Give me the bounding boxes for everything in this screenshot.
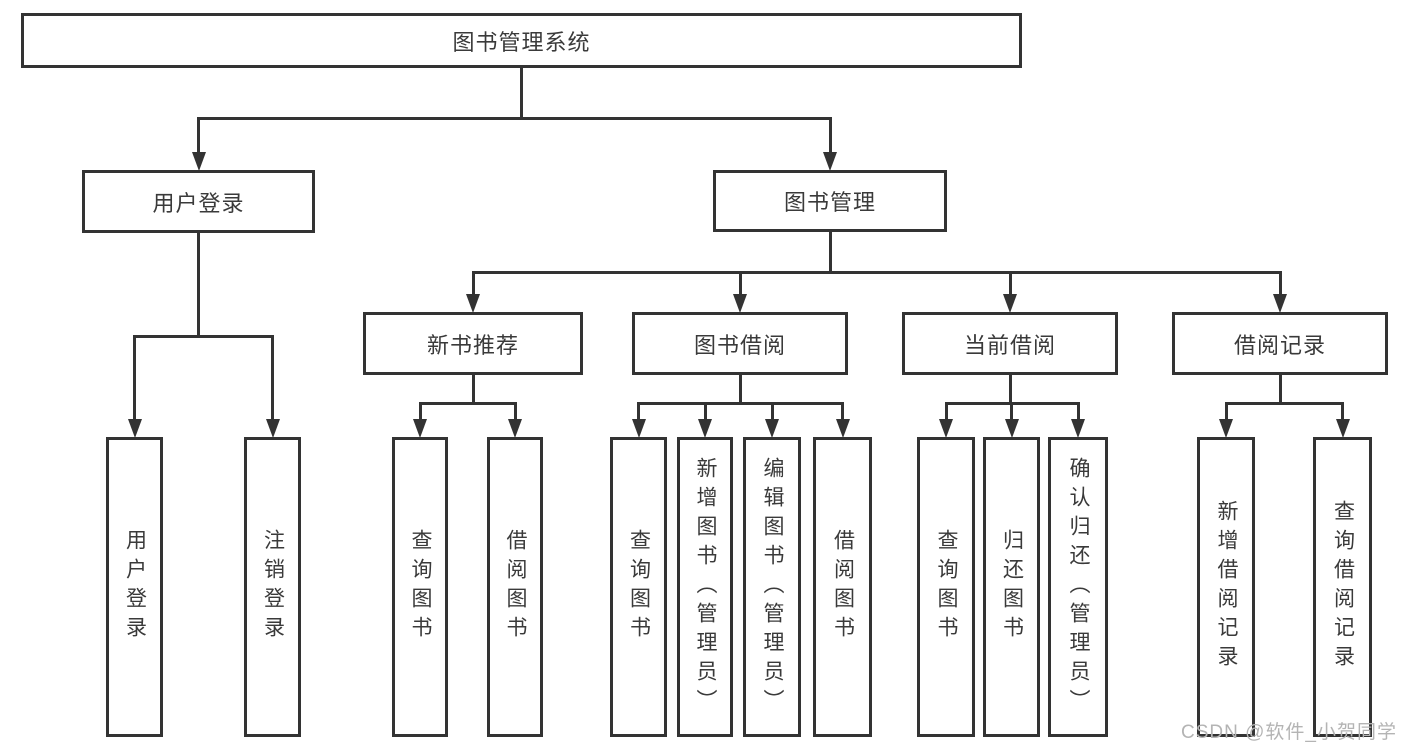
connector-line <box>1224 401 1344 405</box>
connector-line <box>1010 403 1013 420</box>
connector-line <box>637 403 640 420</box>
connector-line <box>841 403 844 420</box>
connector-line <box>1076 403 1080 420</box>
node-label: 借阅图书 <box>504 529 527 645</box>
node-current-borrow: 当前借阅 <box>902 312 1118 375</box>
arrow-down-icon <box>765 419 779 438</box>
connector-line <box>271 336 274 420</box>
connector-line <box>1278 272 1282 295</box>
node-label: 当前借阅 <box>963 332 1056 358</box>
arrow-down-icon <box>835 419 850 438</box>
node-book-manage: 图书管理 <box>713 170 947 232</box>
arrow-down-icon <box>127 419 142 438</box>
node-label: 查询借阅记录 <box>1331 500 1355 674</box>
connector-line <box>471 272 475 295</box>
node-login-leaf: 用户登录 <box>106 437 163 737</box>
node-label: 图书管理系统 <box>452 29 591 55</box>
connector-line <box>944 403 948 420</box>
connector-line <box>828 118 832 153</box>
node-borrow-record: 借阅记录 <box>1172 312 1388 375</box>
node-label: 查询图书 <box>409 529 432 645</box>
connector-line <box>738 272 742 295</box>
arrow-down-icon <box>1004 419 1019 438</box>
connector-line <box>1278 375 1282 405</box>
node-new-book-recommend: 新书推荐 <box>363 312 583 375</box>
node-label: 注销登录 <box>261 529 285 645</box>
node-label: 图书借阅 <box>693 332 786 358</box>
connector-line <box>770 403 774 420</box>
node-add-book: 新增图书（管理员） <box>677 437 733 737</box>
connector-line <box>133 336 136 420</box>
arrow-down-icon <box>265 419 280 438</box>
arrow-down-icon <box>508 419 522 438</box>
arrow-down-icon <box>939 419 953 438</box>
arrow-down-icon <box>1273 294 1287 313</box>
arrow-down-icon <box>413 419 427 438</box>
arrow-down-icon <box>1003 294 1017 313</box>
node-confirm-return: 确认归还（管理员） <box>1048 437 1108 737</box>
arrow-down-icon <box>631 419 646 438</box>
arrow-down-icon <box>698 419 712 438</box>
connector-line <box>1008 272 1012 295</box>
node-label: 用户登录 <box>123 529 147 645</box>
arrow-down-icon <box>823 152 837 171</box>
arrow-down-icon <box>191 152 206 171</box>
node-logout-leaf: 注销登录 <box>244 437 301 737</box>
node-query-book-cur: 查询图书 <box>917 437 975 737</box>
node-query-borrow-record: 查询借阅记录 <box>1313 437 1372 737</box>
node-label: 归还图书 <box>1000 529 1024 645</box>
connector-line <box>197 116 832 120</box>
node-query-book-bor: 查询图书 <box>610 437 667 737</box>
node-user-login: 用户登录 <box>82 170 315 233</box>
node-label: 编辑图书（管理员） <box>761 456 784 718</box>
connector-line <box>828 232 832 274</box>
connector-line <box>197 118 200 153</box>
node-edit-book: 编辑图书（管理员） <box>743 437 801 737</box>
arrow-down-icon <box>466 294 480 313</box>
connector-line <box>520 68 523 120</box>
node-borrow-book-rec: 借阅图书 <box>487 437 543 737</box>
node-label: 查询图书 <box>627 529 651 645</box>
connector-line <box>471 270 1282 274</box>
node-label: 查询图书 <box>935 529 958 645</box>
connector-line <box>1008 375 1012 405</box>
connector-line <box>1224 403 1228 420</box>
connector-line <box>513 403 517 420</box>
connector-line <box>703 403 707 420</box>
node-book-borrow: 图书借阅 <box>632 312 848 375</box>
connector-line <box>197 233 200 338</box>
connector-line <box>738 375 742 405</box>
node-label: 用户登录 <box>152 190 245 216</box>
node-return-book: 归还图书 <box>983 437 1040 737</box>
node-label: 借阅记录 <box>1233 332 1326 358</box>
node-label: 确认归还（管理员） <box>1067 456 1090 718</box>
connector-line <box>637 401 844 405</box>
node-add-borrow-record: 新增借阅记录 <box>1197 437 1255 737</box>
node-label: 借阅图书 <box>831 529 855 645</box>
node-label: 新书推荐 <box>426 332 519 358</box>
connector-line <box>418 403 422 420</box>
csdn-watermark: CSDN @软件_小贺同学 <box>1181 722 1397 743</box>
connector-line <box>133 334 274 338</box>
arrow-down-icon <box>1071 419 1085 438</box>
node-label: 图书管理 <box>783 190 876 215</box>
arrow-down-icon <box>1335 419 1350 438</box>
node-root: 图书管理系统 <box>21 13 1022 68</box>
node-query-book-rec: 查询图书 <box>392 437 448 737</box>
node-borrow-book: 借阅图书 <box>813 437 872 737</box>
node-label: 新增借阅记录 <box>1215 500 1238 674</box>
connector-line <box>471 375 475 405</box>
connector-line <box>1341 403 1344 420</box>
arrow-down-icon <box>733 294 747 313</box>
connector-line <box>418 401 517 405</box>
node-label: 新增图书（管理员） <box>694 456 717 718</box>
arrow-down-icon <box>1219 419 1233 438</box>
